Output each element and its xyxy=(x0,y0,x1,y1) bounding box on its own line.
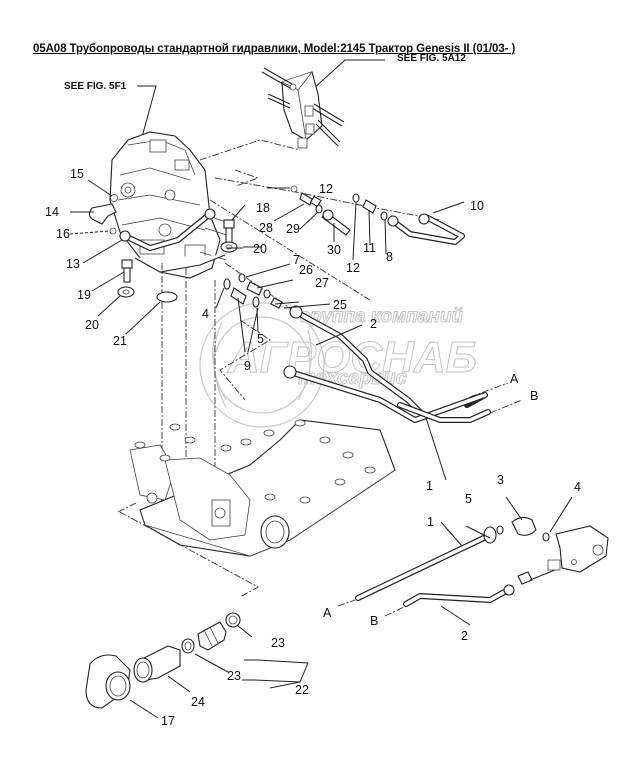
callout-7: 7 xyxy=(293,253,300,267)
callout-22: 22 xyxy=(295,683,309,697)
diagram-title: 05A08 Трубопроводы стандартной гидравлик… xyxy=(33,43,516,55)
callout-3: 3 xyxy=(497,473,504,487)
o-ring-21 xyxy=(156,291,178,303)
callout-2-upper: 2 xyxy=(370,317,377,331)
callout-18: 18 xyxy=(256,201,270,215)
pipe-2-nut xyxy=(289,305,303,319)
callout-b-upper: B xyxy=(530,389,538,403)
lower-assembly xyxy=(355,516,609,607)
callout-28: 28 xyxy=(259,221,273,235)
callout-30: 30 xyxy=(327,243,341,257)
callout-27: 27 xyxy=(315,276,329,290)
quick-coupler-group xyxy=(85,612,241,709)
alignment-line-lower xyxy=(119,511,259,598)
callout-24: 24 xyxy=(191,695,205,709)
callout-20-lower: 20 xyxy=(85,318,99,332)
auxiliary-valve-block xyxy=(261,67,345,149)
callout-15: 15 xyxy=(70,167,84,181)
callout-17: 17 xyxy=(161,714,175,728)
see-fig-5f1-label: SEE FIG. 5F1 xyxy=(64,81,127,92)
callout-10: 10 xyxy=(470,199,484,213)
bolt-18 xyxy=(220,219,238,253)
line-to-b-upper xyxy=(489,399,523,414)
callout-12-lower: 12 xyxy=(346,261,360,275)
callout-29: 29 xyxy=(286,222,300,236)
pipe-1-nut xyxy=(283,365,297,379)
callout-21: 21 xyxy=(113,334,127,348)
fitting-group-middle xyxy=(223,273,283,309)
callout-4-upper: 4 xyxy=(202,307,209,321)
callout-26: 26 xyxy=(299,263,313,277)
line-to-a-upper xyxy=(469,382,509,398)
callout-4-lower: 4 xyxy=(574,480,581,494)
callout-5-upper: 5 xyxy=(257,332,264,346)
callout-5-lower: 5 xyxy=(465,492,472,506)
main-control-valve xyxy=(109,131,233,279)
fitting-group-upper xyxy=(290,185,465,245)
callout-8: 8 xyxy=(386,250,393,264)
see-fig-5f1-leader xyxy=(137,85,157,138)
callout-2-lower: 2 xyxy=(461,629,468,643)
line-to-b-lower xyxy=(384,606,405,617)
watermark-line2: АГРОСНАБ xyxy=(227,333,477,382)
callout-23-upper: 23 xyxy=(271,636,285,650)
callout-1-upper: 1 xyxy=(426,479,433,493)
callout-19: 19 xyxy=(77,288,91,302)
bolt-19 xyxy=(117,259,135,298)
callout-9: 9 xyxy=(244,359,251,373)
leader-lines xyxy=(69,179,573,719)
callout-14: 14 xyxy=(45,205,59,219)
callout-a-upper: A xyxy=(510,372,519,386)
callout-20-upper: 20 xyxy=(253,242,267,256)
pipe-2-upper-bore xyxy=(294,310,422,414)
see-fig-5a12-label: SEE FIG. 5A12 xyxy=(397,53,466,64)
pipe-branch-b-bore xyxy=(398,403,490,422)
callout-11: 11 xyxy=(363,241,376,255)
pipe-1-upper-bore xyxy=(288,370,487,422)
callout-23-lower: 23 xyxy=(227,669,241,683)
callout-25: 25 xyxy=(333,298,347,312)
fitting-group-left xyxy=(88,194,216,251)
callouts: 15 14 16 13 18 20 19 20 21 12 28 29 30 1… xyxy=(45,167,581,728)
watermark-laurel xyxy=(212,321,312,409)
watermark-gear-icon xyxy=(199,302,325,428)
watermark-line1: группа компаний xyxy=(300,306,463,327)
callout-16: 16 xyxy=(56,227,70,241)
callout-a-lower: A xyxy=(323,606,332,620)
line-to-a-lower xyxy=(337,599,356,607)
lift-cover-housing xyxy=(129,419,396,557)
callout-13: 13 xyxy=(66,257,80,271)
callout-b-lower: B xyxy=(370,614,378,628)
callout-1-lower: 1 xyxy=(427,515,434,529)
see-fig-5a12-leader xyxy=(311,59,385,91)
callout-12-upper: 12 xyxy=(319,182,333,196)
